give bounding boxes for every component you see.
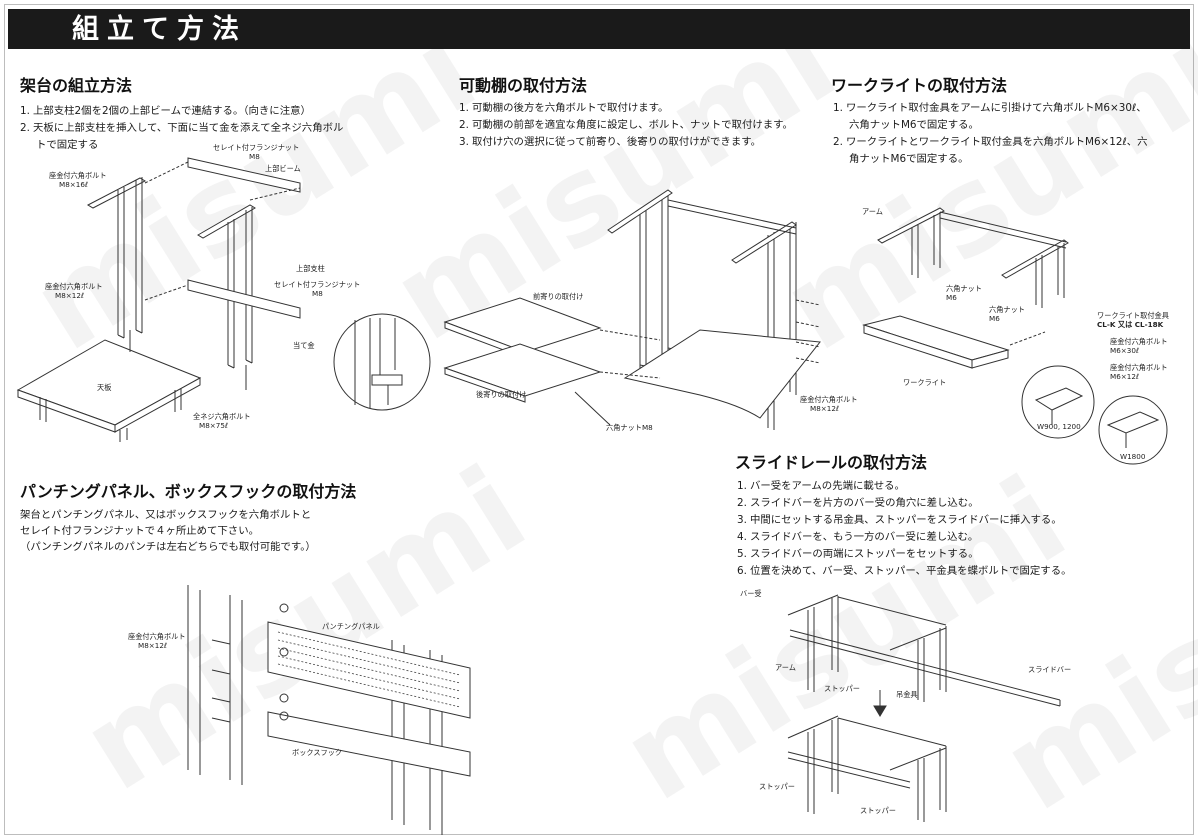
label-hanger: 吊金具: [896, 690, 918, 699]
label-slide-bar: スライドバー: [1028, 665, 1072, 674]
shelf-steps: 1.可動棚の後方を六角ボルトで取付けます。 2.可動棚の前部を適宜な角度に設定し…: [459, 100, 819, 151]
step-text: ワークライト取付金具をアームに引掛けて六角ボルトM6×30ℓ、: [846, 102, 1147, 114]
shelf-section-title: 可動棚の取付方法: [459, 76, 588, 95]
step-number: 1.: [737, 480, 747, 492]
step-item: 2.可動棚の前部を適宜な角度に設定し、ボルト、ナットで取付けます。: [459, 117, 819, 134]
step-number: 3.: [459, 136, 469, 148]
label-worklight: ワークライト: [903, 378, 947, 387]
rail-diagram: [787, 594, 1061, 822]
label-upper-post: 上部支柱: [296, 264, 325, 273]
page-title: 組立て方法: [72, 14, 247, 45]
step-item: 2.スライドバーを片方のバー受の角穴に差し込む。: [737, 495, 1137, 512]
step-item: 3.中間にセットする吊金具、ストッパーをスライドバーに挿入する。: [737, 512, 1137, 529]
stand-steps: 1.上部支柱2個を2個の上部ビームで連結する。（向きに注意） 2.天板に上部支柱…: [20, 103, 380, 154]
step-text-continued: 角ナットM6で固定する。: [849, 153, 969, 165]
step-text: スライドバーを、もう一方のバー受に差し込む。: [750, 531, 979, 543]
worklight-diagram: [862, 207, 1168, 465]
stand-section-title: 架台の組立方法: [20, 76, 133, 95]
shelf-diagram: [443, 189, 821, 430]
step-number: 2.: [459, 119, 469, 131]
step-text: 可動棚の後方を六角ボルトで取付けます。: [472, 102, 669, 114]
label-w900: W900, 1200: [1037, 422, 1081, 431]
step-number: 5.: [737, 548, 747, 560]
step-number: 3.: [737, 514, 747, 526]
step-number: 2.: [833, 136, 843, 148]
step-number: 4.: [737, 531, 747, 543]
step-text: ワークライトとワークライト取付金具を六角ボルトM6×12ℓ、六: [846, 136, 1148, 148]
label-stopper-c: ストッパー: [860, 806, 896, 815]
label-top-board: 天板: [97, 383, 112, 392]
label-rail-arm: アーム: [775, 663, 796, 672]
step-text: スライドバーの両端にストッパーをセットする。: [750, 548, 979, 560]
step-text: 中間にセットする吊金具、ストッパーをスライドバーに挿入する。: [750, 514, 1062, 526]
step-item: 1.可動棚の後方を六角ボルトで取付けます。: [459, 100, 819, 117]
worklight-steps: 1.ワークライト取付金具をアームに引掛けて六角ボルトM6×30ℓ、六角ナットM6…: [833, 100, 1183, 168]
header-bar: 組立て方法: [8, 9, 1190, 49]
step-number: 6.: [737, 565, 747, 577]
label-w1800: W1800: [1120, 452, 1146, 461]
step-text: 取付け穴の選択に従って前寄り、後寄りの取付けができます。: [472, 136, 761, 148]
punching-holes: [277, 631, 461, 708]
step-text: 可動棚の前部を適宜な角度に設定し、ボルト、ナットで取付けます。: [472, 119, 793, 131]
step-text: スライドバーを片方のバー受の角穴に差し込む。: [750, 497, 979, 509]
step-number: 2.: [20, 122, 30, 134]
stand-diagram: [16, 157, 431, 442]
panel-description: 架台とパンチングパネル、又はボックスフックを六角ボルトと セレイト付フランジナッ…: [20, 507, 380, 555]
panel-line: （パンチングパネルのパンチは左右どちらでも取付可能です。）: [20, 541, 316, 553]
step-number: 1.: [833, 102, 843, 114]
panel-line: セレイト付フランジナットで４ヶ所止めて下さい。: [20, 525, 259, 537]
page-frame: [4, 4, 1194, 835]
step-item: 3.取付け穴の選択に従って前寄り、後寄りの取付けができます。: [459, 134, 819, 151]
step-number: 2.: [737, 497, 747, 509]
label-punching-panel: パンチングパネル: [322, 622, 380, 631]
step-text-continued: トで固定する: [36, 139, 99, 151]
worklight-section-title: ワークライトの取付方法: [831, 76, 1008, 95]
step-text: 位置を決めて、バー受、ストッパー、平金具を蝶ボルトで固定する。: [750, 565, 1072, 577]
label-upper-beam: 上部ビーム: [265, 164, 301, 173]
step-item: 4.スライドバーを、もう一方のバー受に差し込む。: [737, 529, 1137, 546]
step-item: 6.位置を決めて、バー受、ストッパー、平金具を蝶ボルトで固定する。: [737, 563, 1137, 580]
step-item: 1.バー受をアームの先端に載せる。: [737, 478, 1137, 495]
label-box-hook: ボックスフック: [292, 748, 343, 757]
label-stopper-b: ストッパー: [759, 782, 795, 791]
label-front-mount: 前寄りの取付け: [533, 292, 584, 301]
step-text: バー受をアームの先端に載せる。: [750, 480, 905, 492]
rail-steps: 1.バー受をアームの先端に載せる。 2.スライドバーを片方のバー受の角穴に差し込…: [737, 478, 1137, 580]
label-rear-mount: 後寄りの取付け: [476, 390, 527, 399]
step-item: 1.上部支柱2個を2個の上部ビームで連結する。（向きに注意）: [20, 103, 380, 120]
label-hex-nut-m8: 六角ナットM8: [606, 423, 653, 432]
label-stopper-a: ストッパー: [824, 684, 860, 693]
step-number: 1.: [459, 102, 469, 114]
step-text: 天板に上部支柱を挿入して、下面に当て金を添えて全ネジ六角ボル: [33, 122, 344, 134]
panel-line: 架台とパンチングパネル、又はボックスフックを六角ボルトと: [20, 509, 312, 521]
panel-section-title: パンチングパネル、ボックスフックの取付方法: [20, 482, 357, 501]
label-backing-plate: 当て金: [293, 341, 315, 350]
step-item: 5.スライドバーの両端にストッパーをセットする。: [737, 546, 1137, 563]
step-item: 2.ワークライトとワークライト取付金具を六角ボルトM6×12ℓ、六角ナットM6で…: [833, 134, 1183, 168]
step-item: 2.天板に上部支柱を挿入して、下面に当て金を添えて全ネジ六角ボルトで固定する: [20, 120, 380, 154]
step-number: 1.: [20, 105, 30, 117]
panel-diagram: [187, 585, 471, 835]
rail-section-title: スライドレールの取付方法: [735, 453, 928, 472]
label-arm: アーム: [862, 207, 883, 216]
step-item: 1.ワークライト取付金具をアームに引掛けて六角ボルトM6×30ℓ、六角ナットM6…: [833, 100, 1183, 134]
label-bar-holder: バー受: [740, 589, 762, 598]
step-text-continued: 六角ナットM6で固定する。: [849, 119, 979, 131]
step-text: 上部支柱2個を2個の上部ビームで連結する。（向きに注意）: [33, 105, 311, 117]
